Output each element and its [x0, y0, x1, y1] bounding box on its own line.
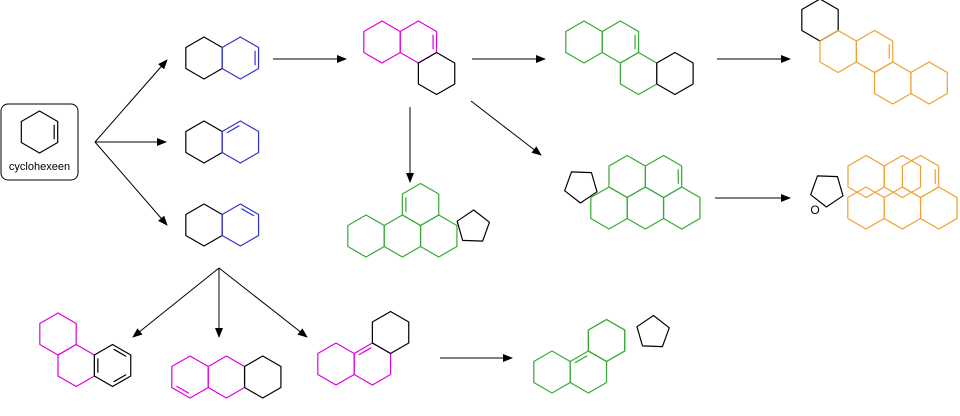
- ring: [873, 61, 912, 105]
- oxygen-atom-label: O: [810, 203, 819, 217]
- arrow-tricycle-diagonal: [470, 100, 542, 156]
- ring: [569, 350, 608, 394]
- ring: [601, 20, 640, 64]
- ring: [221, 203, 260, 247]
- ring: [221, 36, 260, 80]
- ring: [185, 203, 223, 247]
- start-label: cyclohexeen: [9, 161, 70, 173]
- ring: [910, 61, 948, 105]
- ring: [399, 20, 438, 64]
- molecule-tetracycle-bottom: [317, 310, 410, 386]
- arrow-start-to-decalin-top: [94, 59, 168, 143]
- ring: [417, 51, 456, 96]
- molecule-pentacycle-top: [801, 0, 948, 105]
- double-bond: [574, 355, 588, 364]
- ring: [801, 0, 839, 42]
- ring: [353, 342, 392, 386]
- ring: [185, 36, 223, 80]
- ring: [626, 186, 665, 230]
- molecule-angular-tricycle: [171, 355, 282, 399]
- start-molecule-cyclohexene: cyclohexeen: [0, 103, 79, 181]
- ring: [847, 154, 885, 199]
- ring: [185, 120, 223, 164]
- tetrahydrofuran: [810, 175, 844, 208]
- ring: [847, 186, 885, 230]
- ring: [317, 342, 355, 386]
- double-bond: [113, 348, 127, 357]
- ring: [363, 20, 401, 64]
- cyclopentane: [564, 171, 598, 204]
- ring: [587, 318, 626, 363]
- ring: [587, 318, 626, 363]
- molecule-decalin-top: [185, 36, 260, 80]
- arrow-bottom-decalin-left: [132, 267, 220, 338]
- ring: [207, 355, 246, 399]
- ring: [419, 214, 458, 258]
- molecule-aromatic-tricycle: [39, 312, 132, 388]
- ring: [533, 350, 571, 394]
- ring: [20, 110, 59, 154]
- ring: [57, 343, 95, 388]
- ring: [590, 186, 628, 230]
- molecule-steroid-bottom: [533, 314, 670, 394]
- ring: [883, 154, 922, 199]
- ring: [644, 154, 683, 199]
- cyclopentane: [636, 314, 670, 348]
- ring: [883, 186, 922, 230]
- ring: [93, 343, 132, 388]
- ring: [347, 214, 385, 258]
- molecule-tetracycle-top: [565, 20, 694, 96]
- ring: [662, 186, 701, 230]
- molecule-tricycle-top: [363, 20, 456, 96]
- double-bond: [113, 374, 127, 383]
- ring: [221, 120, 260, 164]
- double-bond: [241, 208, 255, 217]
- ring: [919, 186, 958, 230]
- double-bond: [226, 125, 240, 134]
- ring: [383, 214, 422, 258]
- molecule-decalin-bottom: [185, 203, 260, 247]
- molecule-oxa-steroid: O: [810, 154, 958, 230]
- start-box: [0, 103, 79, 181]
- ring: [619, 51, 658, 96]
- ring: [243, 355, 282, 399]
- arrow-start-to-decalin-bottom: [94, 141, 168, 226]
- ring: [371, 310, 410, 355]
- molecule-steroid-right: [564, 154, 701, 230]
- arrows: [94, 55, 791, 362]
- ring: [656, 51, 694, 96]
- molecule-decalin-middle: [185, 120, 260, 164]
- double-bond: [358, 347, 372, 356]
- ring: [819, 29, 857, 74]
- ring: [171, 355, 209, 399]
- ring: [39, 312, 77, 356]
- ring: [855, 29, 894, 74]
- ring: [608, 154, 646, 199]
- arrow-bottom-decalin-right: [218, 267, 308, 338]
- cyclopentane: [456, 209, 491, 242]
- double-bond: [176, 385, 190, 394]
- ring: [565, 20, 603, 64]
- ring: [401, 182, 440, 227]
- cyclohexene-structure: [20, 110, 59, 154]
- molecule-steroid-middle: [347, 182, 491, 258]
